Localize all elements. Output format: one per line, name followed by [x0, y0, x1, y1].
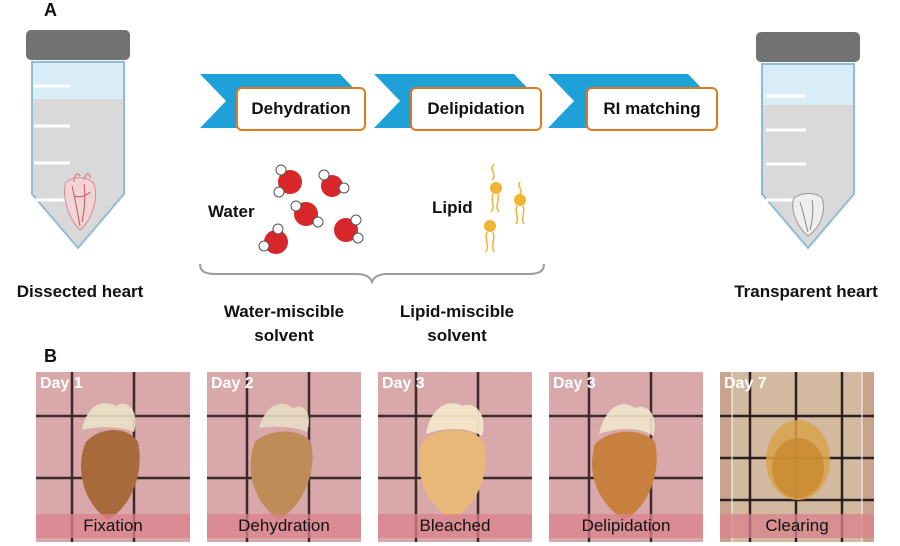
lipid-molecule: [484, 220, 496, 253]
step-delipidation: Delipidation: [410, 87, 542, 131]
dissected-heart-tube: [26, 30, 130, 250]
stage-label: Bleached: [378, 514, 532, 538]
panel-a-letter: A: [44, 0, 57, 20]
photo-bleached: Day 3 Bleached: [378, 372, 532, 542]
day-label: Day 3: [382, 375, 425, 392]
right-tube-label: Transparent heart: [734, 282, 878, 301]
photo-delipidation: Day 3 Delipidation: [549, 372, 703, 542]
water-molecule: [290, 200, 324, 228]
photo-dehydration: Day 2 Dehydration: [207, 372, 361, 542]
panel-b-letter: B: [44, 346, 57, 366]
lipid-molecules: [484, 163, 526, 253]
stage-label: Delipidation: [549, 514, 703, 538]
stage-label: Dehydration: [207, 514, 361, 538]
solvent-1-line-2: solvent: [254, 326, 314, 345]
transparent-heart-icon: [792, 193, 824, 237]
day-label: Day 3: [553, 375, 596, 392]
solvent-2-line-2: solvent: [427, 326, 487, 345]
day-label: Day 7: [724, 375, 767, 392]
lipid-molecule: [490, 163, 502, 213]
water-miscible-solvent-label: Water-miscible solvent: [196, 300, 372, 348]
solvent-1-line-1: Water-miscible: [223, 302, 345, 321]
photo-fixation: Day 1 Fixation: [36, 372, 190, 542]
lipid-miscible-solvent-label: Lipid-miscible solvent: [372, 300, 542, 348]
day-label: Day 2: [211, 375, 254, 392]
step-dehydration: Dehydration: [236, 87, 366, 131]
solvent-braces: [199, 263, 545, 284]
heart-icon: [64, 173, 96, 231]
water-molecule: [334, 214, 364, 244]
water-label: Water: [208, 202, 255, 221]
water-molecule: [258, 223, 288, 254]
lipid-label: Lipid: [432, 198, 473, 217]
left-tube-label: Dissected heart: [16, 282, 144, 301]
water-molecules: [258, 164, 364, 254]
lipid-molecule: [514, 181, 526, 225]
day-label: Day 1: [40, 375, 83, 392]
water-molecule: [273, 164, 302, 198]
stage-label: Clearing: [720, 514, 874, 538]
transparent-heart-tube: [756, 32, 860, 250]
step-ri-matching: RI matching: [586, 87, 718, 131]
solvent-2-line-1: Lipid-miscible: [399, 302, 515, 321]
water-molecule: [318, 169, 350, 197]
photo-clearing: Day 7 Clearing: [720, 372, 874, 542]
stage-label: Fixation: [36, 514, 190, 538]
